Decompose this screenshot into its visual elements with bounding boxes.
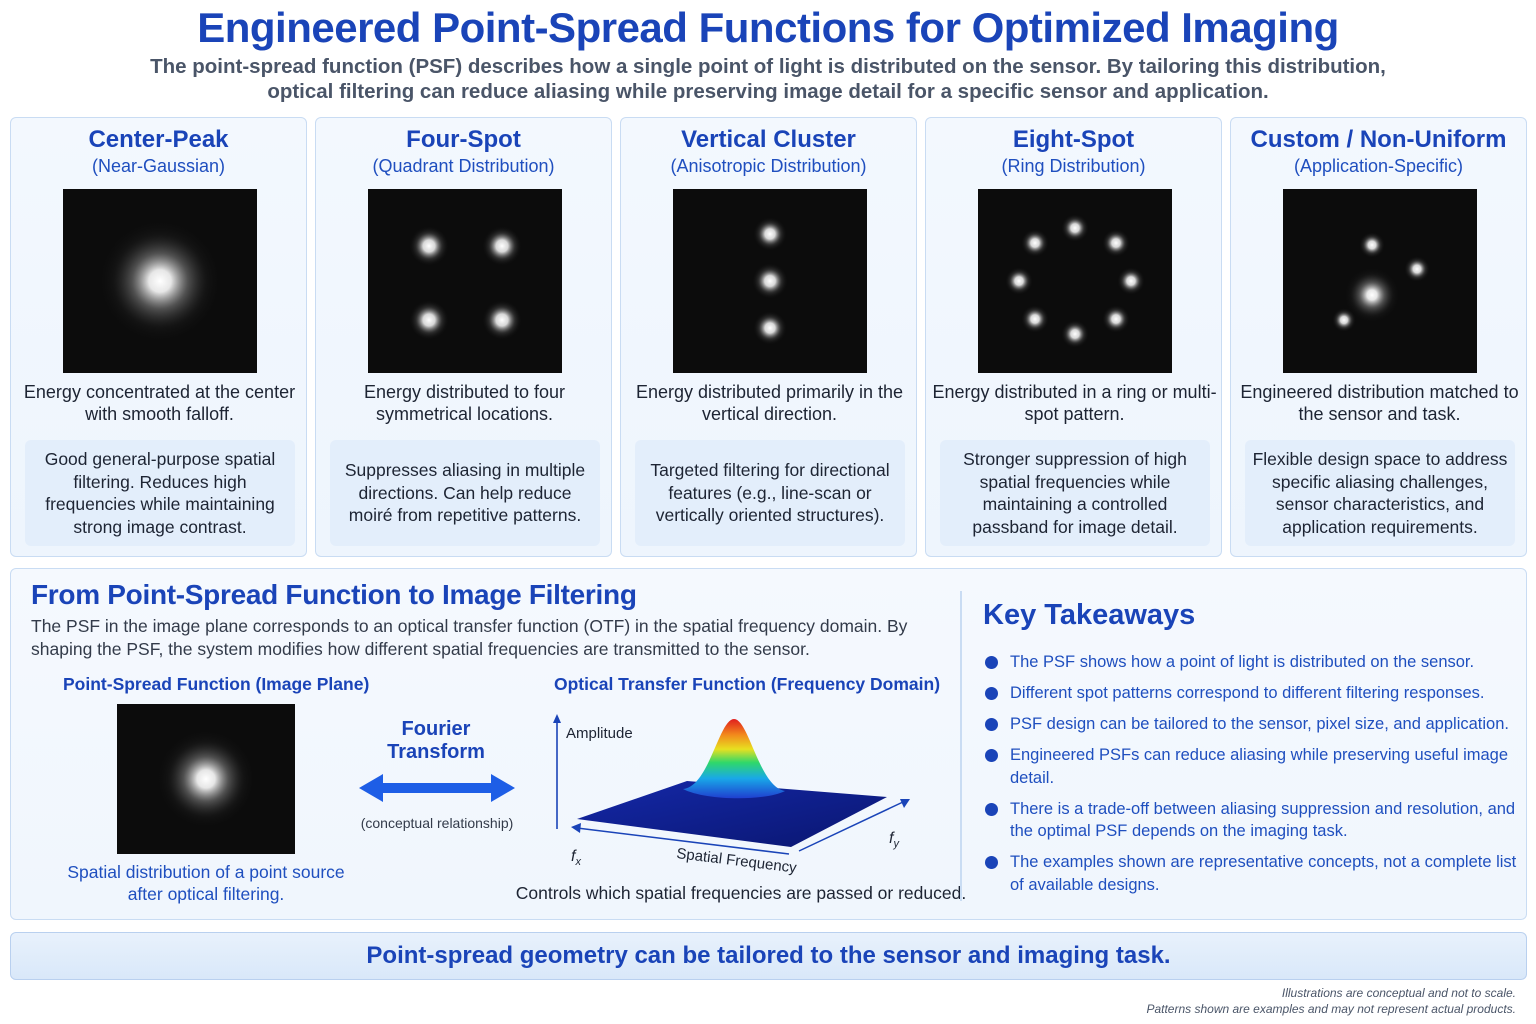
card-subtitle: (Ring Distribution) [1001,156,1146,176]
page-title: Engineered Point-Spread Functions for Op… [197,4,1339,51]
psf-image-center-peak [63,189,257,373]
card-description: Energy distributed primarily in the vert… [635,382,904,424]
card-benefit: Targeted filtering for directional featu… [635,440,905,546]
footnote-line: Patterns shown are examples and may not … [1146,1002,1516,1016]
bullet-icon [985,856,998,869]
otf-peak [683,719,785,799]
card-description: Energy distributed in a ring or multi-sp… [932,382,1217,424]
psf-image-custom [1283,189,1477,373]
psf-image-plane [117,704,295,854]
card-eight-spot: Eight-Spot (Ring Distribution) Energy di… [925,117,1222,557]
takeaways-list: The PSF shows how a point of light is di… [983,651,1518,905]
card-benefit: Stronger suppression of high spatial fre… [940,440,1210,546]
psf-image-vertical-cluster [673,189,867,373]
card-subtitle: (Near-Gaussian) [91,156,226,176]
takeaways-title: Key Takeaways [983,599,1196,631]
takeaway-item: PSF design can be tailored to the sensor… [983,713,1518,736]
card-benefit: Good general-purpose spatial filtering. … [25,440,295,546]
psf-cards: Center-Peak (Near-Gaussian) Energy conce… [10,117,1527,557]
psf-image-eight-spot [978,189,1172,373]
card-benefit: Flexible design space to address specifi… [1245,440,1515,546]
panel-divider [960,591,962,901]
spatial-frequency-label: Spatial Frequency [676,845,799,877]
bullet-icon [985,656,998,669]
filtering-description: The PSF in the image plane corresponds t… [31,616,908,659]
amplitude-axis-arrow-icon [553,714,561,723]
fx-label: fx [571,848,581,868]
bullet-icon [985,749,998,762]
psf-label: Point-Spread Function (Image Plane) [63,674,370,694]
card-center-peak: Center-Peak (Near-Gaussian) Energy conce… [10,117,307,557]
fx-axis [576,827,790,855]
card-four-spot: Four-Spot (Quadrant Distribution) Energy… [315,117,612,557]
psf-caption: Spatial distribution of a point source a… [67,862,345,904]
card-description: Energy distributed to four symmetrical l… [363,382,566,424]
card-custom: Custom / Non-Uniform (Application-Specif… [1230,117,1527,557]
card-vertical-cluster: Vertical Cluster (Anisotropic Distributi… [620,117,917,557]
amplitude-axis-label: Amplitude [566,725,633,742]
otf-plot: Amplitude fx fy Spatial Frequency [553,714,910,877]
psf-image-four-spot [368,189,562,373]
fourier-transform-note: (conceptual relationship) [360,815,514,831]
takeaway-item: Different spot patterns correspond to di… [983,682,1518,705]
fourier-transform-label: Fourier Transform [387,718,485,763]
takeaway-item: The PSF shows how a point of light is di… [983,651,1518,674]
card-title: Vertical Cluster [681,126,856,153]
fy-axis [798,801,904,852]
frequency-plane [577,781,887,847]
otf-caption: Controls which spatial frequencies are p… [515,883,967,903]
bullet-icon [985,687,998,700]
bullet-icon [985,718,998,731]
fy-label: fy [889,830,900,850]
card-description: Engineered distribution matched to the s… [1240,382,1519,424]
bullet-icon [985,802,998,816]
card-benefit: Suppresses aliasing in multiple directio… [330,440,600,546]
page-subtitle: The point-spread function (PSF) describe… [150,55,1386,103]
card-subtitle: (Anisotropic Distribution) [670,156,867,176]
takeaway-item: There is a trade-off between aliasing su… [983,798,1518,843]
takeaway-item: Engineered PSFs can reduce aliasing whil… [983,744,1518,789]
card-subtitle: (Application-Specific) [1293,156,1464,176]
filtering-title: From Point-Spread Function to Image Filt… [31,579,637,610]
filtering-panel: From Point-Spread Function to Image Filt… [10,568,1527,920]
card-title: Eight-Spot [1012,126,1135,153]
summary-banner: Point-spread geometry can be tailored to… [10,932,1527,980]
fx-axis-arrow-icon [571,823,581,833]
footnote-line: Illustrations are conceptual and not to … [1281,986,1516,1000]
fy-axis-arrow-icon [900,799,910,808]
card-subtitle: (Quadrant Distribution) [372,156,555,176]
takeaway-item: The examples shown are representative co… [983,851,1518,896]
card-title: Four-Spot [406,126,521,153]
otf-label: Optical Transfer Function (Frequency Dom… [554,674,941,694]
card-title: Custom / Non-Uniform [1250,126,1507,153]
double-arrow-icon [359,774,515,802]
footnote: Illustrations are conceptual and not to … [1016,985,1516,1017]
card-description: Energy concentrated at the center with s… [23,382,296,424]
card-title: Center-Peak [88,126,229,153]
